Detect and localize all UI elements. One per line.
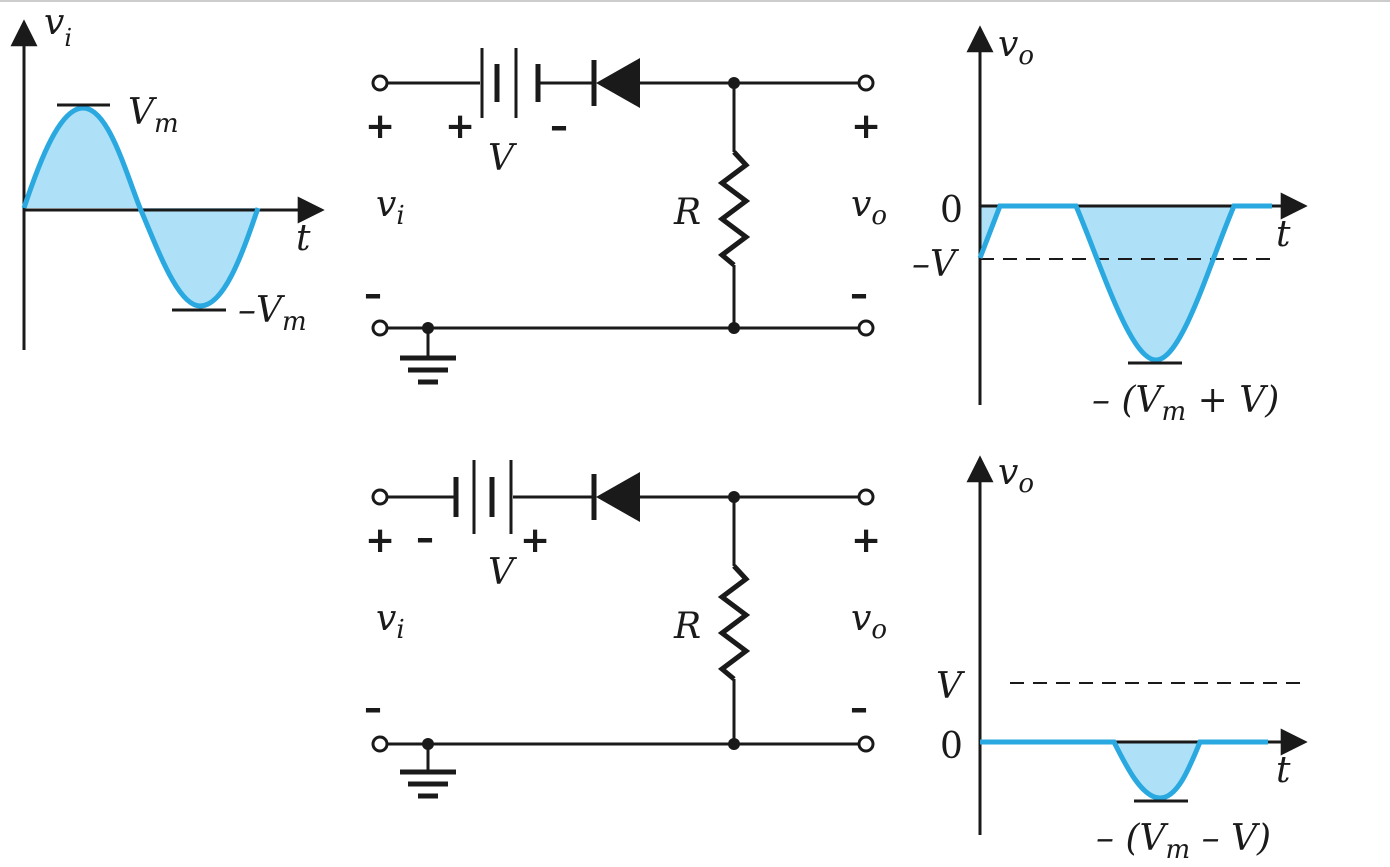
bottom-resistor-label: R <box>673 606 701 647</box>
top-resistor-label: R <box>673 192 701 233</box>
top-in-minus: – <box>364 274 382 315</box>
output-top-zero-label: 0 <box>940 190 963 231</box>
bottom-node-1 <box>728 491 740 503</box>
input-trough-label: –Vm <box>238 290 307 337</box>
top-battery-plus: + <box>445 106 475 147</box>
bottom-in-plus: + <box>365 520 395 561</box>
input-sine-wave <box>21 105 261 309</box>
output-bottom-plot: vo t 0 V – (Vm – V) <box>936 452 1308 865</box>
output-bottom-zero-label: 0 <box>940 726 963 767</box>
top-battery-label: V <box>488 138 518 179</box>
top-terminal-out-plus <box>857 74 875 92</box>
top-terminal-in-minus <box>371 319 389 337</box>
top-resistor-icon <box>717 150 751 267</box>
top-out-minus: – <box>850 274 868 315</box>
output-bottom-t-label: t <box>1276 750 1291 791</box>
input-peak-label: Vm <box>128 92 179 139</box>
bottom-diode-icon <box>596 472 640 522</box>
output-bottom-trough-label: – (Vm – V) <box>1096 818 1271 865</box>
top-terminal-out-minus <box>857 319 875 337</box>
bottom-vout-label: vo <box>851 598 887 645</box>
top-out-plus: + <box>851 106 881 147</box>
input-waveform-plot: vi t Vm –Vm <box>10 2 325 350</box>
bottom-out-plus: + <box>851 520 881 561</box>
output-bottom-level-label: V <box>936 666 966 707</box>
output-top-y-label: vo <box>998 24 1034 71</box>
output-bottom-y-label: vo <box>998 452 1034 499</box>
circuit-top: + – + – V R vi vo + – <box>364 48 887 385</box>
top-node-2 <box>728 322 740 334</box>
output-top-trough-label: – (Vm + V) <box>1092 380 1279 427</box>
bottom-battery-plus: + <box>520 520 550 561</box>
output-bottom-wave <box>980 739 1268 801</box>
bottom-in-minus: – <box>364 688 382 729</box>
output-top-plot: vo t 0 –V – (Vm + V) <box>912 24 1308 427</box>
output-top-wave <box>977 203 1272 363</box>
bottom-terminal-out-minus <box>857 735 875 753</box>
bottom-out-minus: – <box>850 688 868 729</box>
input-y-label: vi <box>44 2 72 52</box>
top-diode-icon <box>596 58 640 108</box>
bottom-battery-label: V <box>488 552 518 593</box>
input-positive-fill <box>24 108 140 208</box>
top-vin-label: vi <box>376 184 405 231</box>
output-top-t-label: t <box>1276 214 1291 255</box>
bottom-resistor-icon <box>717 564 751 681</box>
top-battery-minus: – <box>550 106 568 147</box>
input-negative-fill <box>140 208 258 306</box>
bottom-vin-label: vi <box>376 598 405 645</box>
top-in-plus: + <box>365 106 395 147</box>
top-node-1 <box>728 77 740 89</box>
bottom-terminal-in-plus <box>371 488 389 506</box>
input-t-label: t <box>296 218 311 259</box>
circuit-bottom: + – – + V R vi vo + – <box>364 460 887 799</box>
bottom-terminal-in-minus <box>371 735 389 753</box>
output-top-level-label: –V <box>912 244 960 285</box>
output-top-fill-2 <box>1076 206 1234 360</box>
bottom-battery-minus: – <box>416 518 434 559</box>
bottom-terminal-out-plus <box>857 488 875 506</box>
bottom-node-2 <box>728 738 740 750</box>
top-terminal-in-plus <box>371 74 389 92</box>
top-vout-label: vo <box>851 184 887 231</box>
